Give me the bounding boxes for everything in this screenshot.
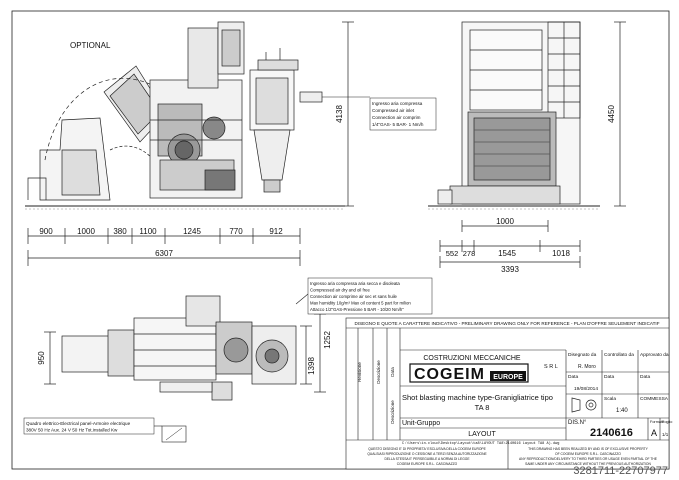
side-view-labels: 4450 1000 552 278 1545 1018 3393 [446,105,616,274]
air-mid-line-2: Compressed air dry and oil free [310,288,371,293]
air-mid-line-5: Attacco 1/2"GAS-Pressione 5 BAR - 10/20 … [310,307,404,312]
dis-number: 2140616 [590,427,633,439]
plan-view [44,295,326,401]
date-label: Data [568,374,578,380]
date-col-label: Data [390,367,395,377]
air-top-line-2: Compressed air inlet [372,108,415,113]
disclaimer: DISEGNO E QUOTE A CARATTERE INDICATIVO -… [354,321,659,326]
order-label: COMMESSA [640,396,669,402]
air-top-line-3: Connection air comprim [372,115,421,120]
legal-right-1: THIS DRAWING HAS BEEN REALIZED BY AND IS… [528,447,649,451]
air-inlet-note-top: Ingresso aria compressa Compressed air i… [322,96,437,131]
air-top-line-1: Ingresso aria compressa [372,101,423,106]
air-mid-line-4: Max humidity 10g/m³ Max oil content 5 pa… [310,301,411,306]
front-dim-3: 380 [113,227,127,236]
approved-label: Approvato da [640,352,669,358]
scale-value: 1:40 [616,408,628,414]
front-total-dim: 6307 [155,249,173,258]
front-dim-1: 900 [39,227,53,236]
scale-label: Scala [604,396,616,402]
side-view [428,21,626,268]
front-view [25,21,354,266]
legal-right-4: SAME UNDER ANY CIRCUMSTANCE WITHOUT THE … [525,462,651,466]
air-top-line-4: 1/4"GAS- 5 BAR- 1 Nm/h [372,122,424,127]
side-upper-dim: 1000 [496,217,514,226]
plan-right-dim-a: 1252 [323,331,332,349]
format-label: Formato [650,420,664,424]
drawn-by-label: Disegnato da [568,352,597,358]
watermark-id: 3281711-22707977 [573,465,668,477]
side-height-dim: 4450 [607,105,616,123]
front-dim-5: 1245 [183,227,201,236]
date-label-3: Data [640,374,650,380]
front-dim-7: 912 [269,227,283,236]
air-inlet-note-mid: Ingresso aria compressa aria secca e dis… [295,277,433,315]
unit-label: Unit-Gruppo [402,420,440,427]
sheet-border [11,10,670,470]
side-dim-1: 552 [446,249,459,258]
desc-label-2: Descrizione [390,400,395,424]
format-value: A [651,428,657,438]
sheet-value: 1/1 [662,432,669,437]
projection-symbol-icon [571,397,597,413]
checked-label: Controllato da [604,352,634,358]
plan-right-dim-b: 1398 [307,357,316,375]
legal-right-3: ANY REPRODUCTION/DELIVERY TO THIRD PARTI… [519,457,658,461]
panel-line-2: 380V 50 Hz Aux. 24 V 50 Hz Tot.installed… [26,428,118,433]
dis-label: DIS.N° [568,420,587,426]
desc-label: Descrizione [376,360,381,384]
brand-sub: EUROPE [493,374,523,381]
title-block-text: DISEGNO E QUOTE A CARATTERE INDICATIVO -… [354,321,672,477]
legal-left-2: QUALSIASI RIPRODUZIONE O CESSIONE A TERZ… [367,452,487,456]
front-dim-6: 770 [229,227,243,236]
side-total-dim: 3393 [501,265,519,274]
sheet-label: Foglio [662,420,672,424]
date-value: 19/08/2014 [574,386,598,392]
date-label-2: Data [604,374,614,380]
legal-left-3: DELLA STESSA E' PERSEGUIBILE A NORMA DI … [384,457,470,461]
rev-label: Revisione [357,362,362,382]
air-mid-line-3: Connection air comprime air sec et sans … [310,294,398,299]
legal-left-1: QUESTO DISEGNO E' DI PROPRIETA' ESCLUSIV… [368,447,486,451]
legal-left-4: COGEIM EUROPE S.R.L. CASCINAZZO [397,462,458,466]
front-dim-4: 1100 [139,227,157,236]
side-dim-3: 1545 [498,249,516,258]
legal-right-2: OF COGEIM EUROPE S.R.L. CASCINAZZO [555,452,621,456]
brand-logo: COGEIM EUROPE [409,363,529,383]
machine-line-2: TA 8 [475,403,490,412]
front-height-dim: 4138 [335,105,344,123]
plan-view-labels: 950 1252 1398 [37,331,332,375]
panel-line-1: Quadro elettrico-Electrical panel-Armoir… [26,421,131,426]
company-suffix: S R L [544,364,558,370]
front-view-labels: OPTIONAL 4138 900 1000 380 1100 1245 770… [39,41,344,258]
side-dim-4: 1018 [552,249,570,258]
side-dim-2: 278 [463,249,476,258]
front-dim-2: 1000 [77,227,95,236]
title-block [345,317,670,470]
optional-label: OPTIONAL [70,41,111,50]
air-mid-line-1: Ingresso aria compressa aria secca e dis… [310,281,400,286]
layout-label: LAYOUT [468,431,496,438]
plan-width-dim: 950 [37,351,46,365]
file-path: C:\Users\in.cloud\Desktop\Layout\ta8\LAY… [402,441,559,446]
drawn-by: R. Moro [578,364,596,370]
electrical-panel-note: Quadro elettrico-Electrical panel-Armoir… [23,417,187,443]
company-name: COSTRUZIONI MECCANICHE [423,355,521,362]
machine-line-1: Shot blasting machine type-Granigliatric… [402,393,553,402]
brand-name: COGEIM [414,366,485,383]
